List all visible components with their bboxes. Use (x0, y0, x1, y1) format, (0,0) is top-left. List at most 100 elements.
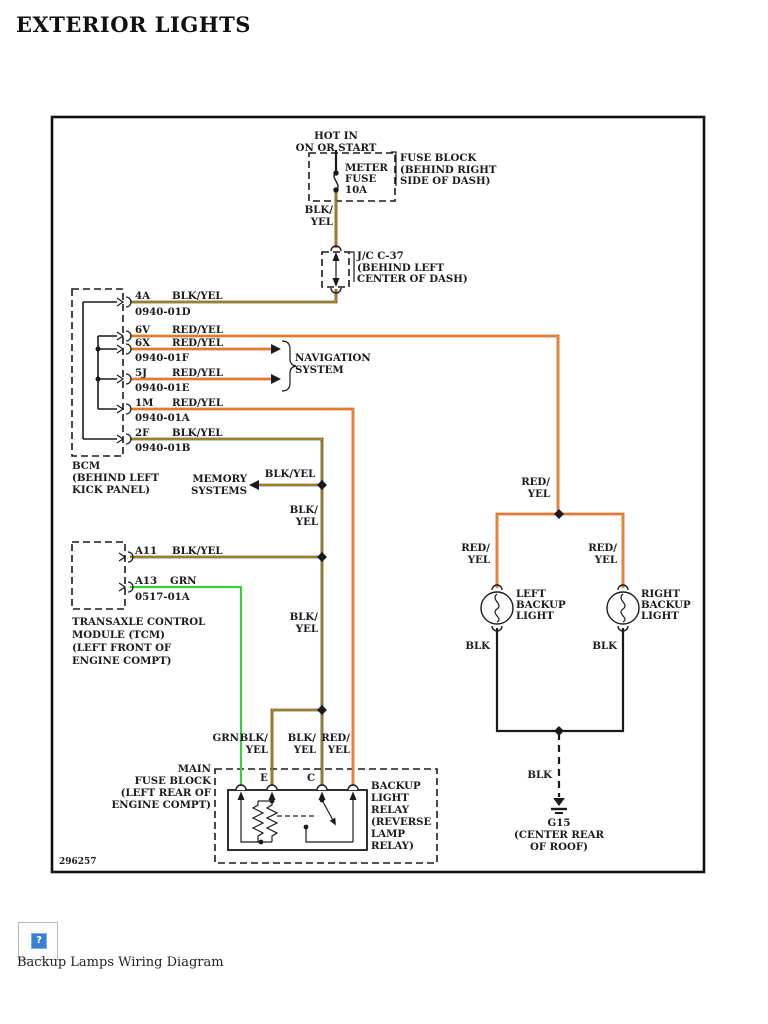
tcm-pin-id: A13 (134, 575, 157, 587)
relay-label: (REVERSE (371, 816, 432, 828)
page-title: EXTERIOR LIGHTS (16, 12, 251, 37)
wire-red-yel-left-light (495, 512, 558, 588)
wire-label-blk-yel: BLK/ (305, 204, 334, 216)
tcm-label: (LEFT FRONT OF (72, 642, 172, 654)
tcm-pin-wire: BLK/YEL (172, 545, 223, 557)
jc-label: (BEHIND LEFT (357, 262, 444, 274)
jc-symbol (330, 245, 342, 294)
bcm-pin-conn: 0940-01B (135, 442, 191, 454)
wire-label-blk-yel: BLK/ (290, 504, 319, 516)
wire-label-blk: BLK (465, 640, 491, 652)
wire-label-blk: BLK (592, 640, 618, 652)
relay-label: LAMP (371, 828, 405, 840)
navigation-system-label: NAVIGATION (295, 352, 371, 364)
memory-systems-label: MEMORY (192, 473, 247, 485)
main-fuse-block-label: MAIN (178, 763, 211, 775)
main-fuse-block-label: ENGINE COMPT) (112, 799, 212, 811)
relay-label: RELAY (371, 804, 410, 816)
right-backup-light-label: BACKUP (641, 599, 691, 611)
wire-label-blk-yel: YEL (293, 744, 316, 756)
right-backup-light-symbol (606, 584, 640, 632)
wire-label-blk-yel: BLK/ (240, 732, 269, 744)
fuse-block-label: FUSE BLOCK (400, 152, 478, 164)
bcm-bus-junction (95, 346, 101, 352)
bcm-pin-id: 4A (135, 290, 151, 302)
navigation-system-label: SYSTEM (295, 364, 344, 376)
fuse-block-box (308, 152, 396, 202)
wire-red-yel-6v (130, 334, 560, 511)
nav-brace (281, 340, 297, 392)
wire-red-yel-1m-relay (130, 407, 355, 786)
wire-label-blk-yel: BLK/ (288, 732, 317, 744)
bcm-pin-conn: 0940-01F (135, 352, 190, 364)
wire-blk-yel-relay-e-branch (270, 708, 322, 786)
memory-arrow (249, 480, 259, 490)
bcm-internal-bus (82, 301, 117, 440)
bcm-pin-id: 6X (135, 337, 150, 349)
wire-label-red-yel: YEL (594, 554, 617, 566)
wire-label-red-yel: RED/ (588, 542, 617, 554)
image-placeholder: ? (18, 922, 58, 960)
jc-label: CENTER OF DASH) (357, 273, 468, 285)
bcm-pin-id: 5J (135, 367, 147, 379)
relay-box (227, 789, 368, 851)
bcm-pin-wire: RED/YEL (172, 367, 223, 379)
wire-junctions (317, 480, 564, 736)
left-backup-light-label: LEFT (516, 588, 546, 600)
fuse-block-label: SIDE OF DASH) (400, 175, 490, 187)
wire-label-blk-yel: BLK/YEL (265, 468, 316, 480)
figure-number: 296257 (59, 857, 97, 867)
wire-label-blk-yel: YEL (245, 744, 268, 756)
relay-label: BACKUP (371, 780, 421, 792)
wire-label-blk: BLK (527, 769, 553, 781)
jc-label-bracket (349, 251, 355, 282)
tcm-pin-conn: 0517-01A (135, 591, 191, 603)
wire-label-red-yel: RED/ (521, 476, 550, 488)
bcm-box (71, 288, 124, 457)
hot-in-label: HOT IN (314, 130, 358, 142)
ground-location: OF ROOF) (530, 841, 588, 853)
bcm-pin-conn: 0940-01E (135, 382, 190, 394)
wire-label-blk-yel: BLK/ (290, 611, 319, 623)
nav-arrow-6x (271, 344, 281, 354)
wire-label-red-yel: YEL (527, 488, 550, 500)
wire-label-red-yel: RED/ (321, 732, 350, 744)
tcm-label: TRANSAXLE CONTROL (72, 616, 205, 628)
bcm-pin-conn: 0940-01D (135, 306, 191, 318)
ground-location: (CENTER REAR (514, 829, 605, 841)
bcm-pin-wire: BLK/YEL (172, 427, 223, 439)
fuse-symbol (333, 170, 339, 193)
wire-label-grn: GRN (213, 732, 239, 744)
bcm-pin-conn: 0940-01A (135, 412, 191, 424)
fuse-name: METER (345, 162, 388, 174)
main-fuse-block-label: (LEFT REAR OF (121, 787, 212, 799)
tcm-pin-wire: GRN (170, 575, 196, 587)
ground-symbol (551, 798, 567, 814)
wire-label-red-yel: YEL (467, 554, 490, 566)
bcm-label: (BEHIND LEFT (72, 472, 159, 484)
left-backup-light-label: BACKUP (516, 599, 566, 611)
wire-red-yel-right-light (558, 512, 625, 588)
bcm-pin-wire: RED/YEL (172, 397, 223, 409)
wire-blk-yel-jc-to-bcm-4a (130, 289, 338, 304)
main-fuse-block-box (214, 768, 438, 864)
main-fuse-block-label: FUSE BLOCK (135, 775, 213, 787)
left-backup-light-label: LIGHT (516, 610, 554, 622)
wire-label-red-yel: RED/ (461, 542, 490, 554)
tcm-pin-id: A11 (134, 545, 157, 557)
bcm-pin-id: 2F (135, 427, 150, 439)
bcm-pin-id: 6V (135, 324, 151, 336)
question-mark-icon: ? (31, 933, 47, 949)
relay-terminal-e: E (260, 772, 268, 784)
bcm-pin-wire: RED/YEL (172, 324, 223, 336)
tcm-label: ENGINE COMPT) (72, 655, 172, 667)
fuse-name: FUSE (345, 173, 376, 185)
right-backup-light-label: LIGHT (641, 610, 679, 622)
memory-systems-label: SYSTEMS (191, 485, 247, 497)
bcm-label: BCM (72, 460, 100, 472)
relay-label: LIGHT (371, 792, 409, 804)
diagram-border (50, 115, 706, 874)
figure-caption: Backup Lamps Wiring Diagram (17, 955, 224, 970)
bcm-bus-junction (95, 376, 101, 382)
ground-id: G15 (548, 817, 571, 829)
